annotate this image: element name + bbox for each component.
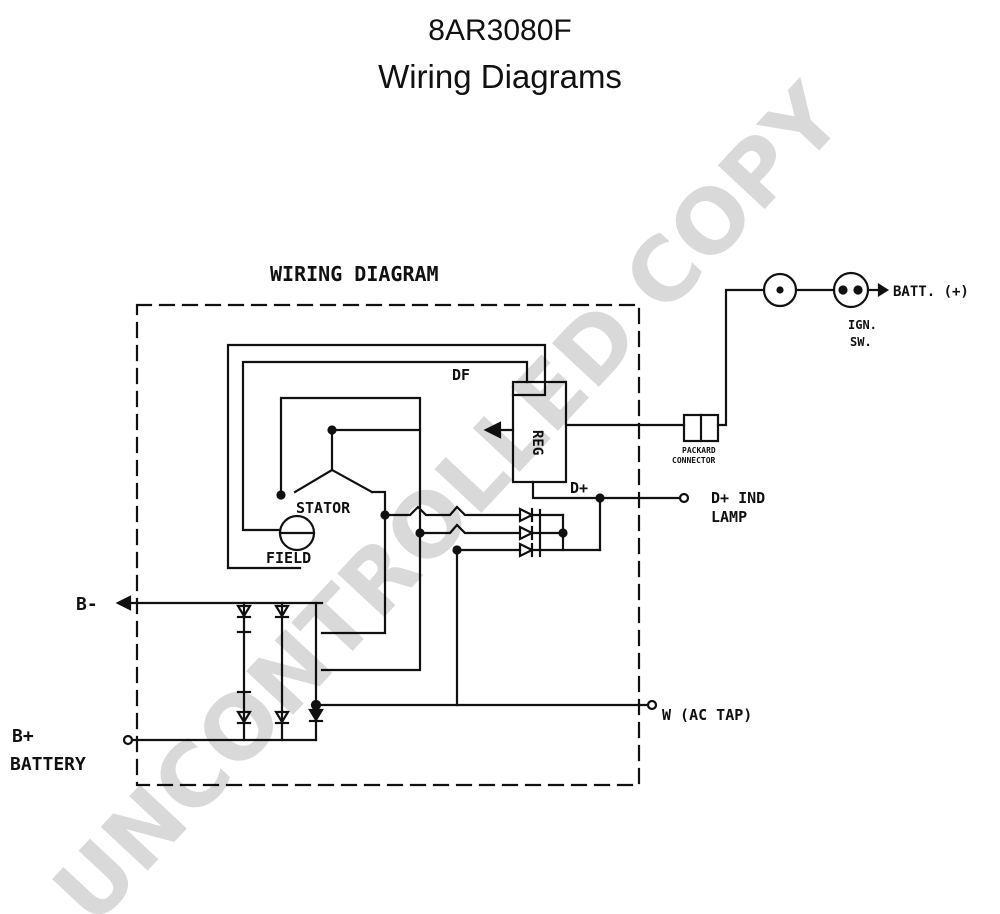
b-plus-label: B+: [12, 726, 34, 747]
w-ac-tap-label: W (AC TAP): [662, 706, 752, 724]
stator-wye-left: [293, 468, 334, 494]
diagram-subtitle: Wiring Diagrams: [378, 58, 622, 95]
d-plus-node: [595, 493, 605, 503]
b-plus-terminal: [122, 734, 134, 746]
stator-right-lead: [320, 490, 387, 635]
d-plus-label: D+: [570, 479, 588, 497]
packard-label-line1: PACKARD: [682, 446, 716, 455]
ign-label-line2: SW.: [850, 335, 872, 349]
rectifier-diodes: [236, 604, 324, 725]
stator-node-left: [276, 490, 286, 500]
ignition-switch-contact-right: [853, 285, 863, 295]
field-loop-wire: [241, 360, 529, 532]
ignition-switch-contact-left: [838, 285, 848, 295]
batt-plus-arrow: [877, 283, 890, 297]
diagram-model-title: 8AR3080F: [428, 14, 572, 47]
phase-line-2: [418, 523, 522, 535]
w-tap-terminal: [646, 699, 658, 711]
regulator-box: [511, 380, 568, 484]
stator-node-top: [327, 425, 337, 435]
df-label: DF: [452, 366, 470, 384]
wiring-diagram-heading: WIRING DIAGRAM: [270, 262, 439, 286]
phase-line-1: [383, 505, 522, 517]
regulator-arrow-head: [483, 421, 502, 439]
d-ind-lamp-line1: D+ IND: [711, 489, 765, 507]
indicator-lamp-dot: [776, 286, 784, 294]
ignition-wire: [716, 288, 766, 427]
b-minus-label: B-: [76, 594, 98, 615]
d-plus-wire: [531, 480, 682, 500]
field-label: FIELD: [266, 549, 311, 567]
phase-node-2: [415, 528, 425, 538]
stator-label: STATOR: [296, 499, 351, 517]
packard-label-line2: CONNECTOR: [672, 456, 716, 465]
d-ind-lamp-line2: LAMP: [711, 508, 747, 526]
batt-plus-label: BATT. (+): [893, 284, 969, 300]
reg-label: REG: [529, 430, 545, 455]
stator-wire: [279, 396, 422, 672]
ign-label-line1: IGN.: [848, 318, 877, 332]
housing-outline: [135, 303, 641, 787]
w-tap-node: [310, 699, 322, 711]
d-plus-terminal: [678, 492, 690, 504]
diode-trio: [518, 507, 602, 558]
battery-label: BATTERY: [10, 754, 86, 775]
b-minus-arrow: [115, 595, 132, 611]
stator-wye-right: [330, 468, 374, 494]
df-wire: [226, 343, 547, 570]
